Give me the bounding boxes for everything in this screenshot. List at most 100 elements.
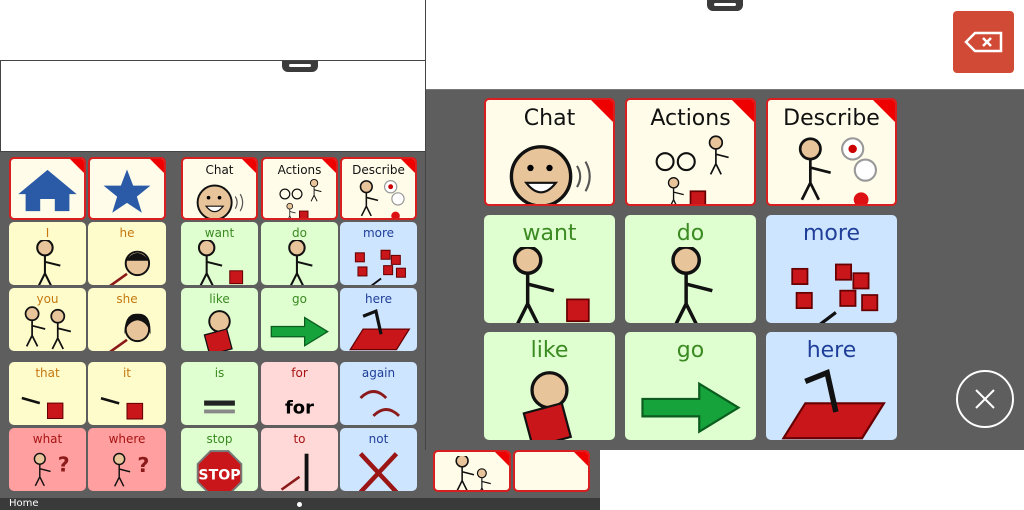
folder-button-describe[interactable]: Describe [766,98,897,206]
button-label: stop [206,432,233,446]
button-label: where [108,432,146,446]
more-icon [340,240,417,285]
right-board: Chat Actions Describe want do more like go here [425,0,1024,450]
close-icon [975,389,995,409]
you-icon [9,306,86,351]
cross-icon [340,446,417,491]
arrow-icon [261,306,338,351]
button-label: here [806,338,857,363]
actions-icon [627,132,754,204]
button-label: Describe [352,163,405,177]
button-label: I [45,226,50,240]
folder-button-people[interactable] [433,450,511,492]
word-button-more[interactable]: more [766,215,897,323]
word-button-want[interactable]: want [484,215,615,323]
word-button-more[interactable]: more [340,222,417,285]
word-button-not[interactable]: not [340,428,417,491]
folder-button-actions[interactable]: Actions [261,157,338,220]
folder-button-favorites[interactable] [88,157,166,220]
status-bar: Home [0,498,600,510]
button-label: go [292,292,307,306]
word-button-where[interactable]: where? [88,428,166,491]
word-button-want[interactable]: want [181,222,258,285]
button-label: want [204,226,235,240]
word-button-it[interactable]: it [88,362,166,425]
person-icon [261,240,338,285]
want-icon [181,240,258,285]
to-icon [261,446,338,491]
svg-text:?: ? [58,453,70,477]
button-label: do [676,221,705,246]
question-icon: ? [88,446,166,491]
folder-button-home[interactable] [9,157,86,220]
arrow-icon [625,364,756,440]
word-button-to[interactable]: to [261,428,338,491]
button-label: what [32,432,63,446]
button-label: Actions [277,163,322,177]
star-icon [90,163,164,218]
like-icon [181,306,258,351]
button-label: is [214,366,225,380]
again-icon [340,380,417,425]
describe-icon [768,132,895,204]
close-button[interactable] [956,370,1014,428]
word-button-that[interactable]: that [9,362,86,425]
page-name: Home [9,498,39,509]
actions-icon [263,177,336,218]
more-icon [766,247,897,323]
word-button-she[interactable]: she [88,288,166,351]
house-icon [11,163,84,218]
describe-icon [342,177,415,218]
chat-icon [486,132,613,204]
backspace-icon [963,31,1002,53]
button-label: more [362,226,395,240]
folder-button-actions[interactable]: Actions [625,98,756,206]
word-button-again[interactable]: again [340,362,417,425]
svg-text:for: for [285,397,314,418]
folder-button-describe[interactable]: Describe [340,157,417,220]
word-button-do[interactable]: do [625,215,756,323]
svg-text:?: ? [137,453,149,477]
button-label: again [361,366,396,380]
person-icon [9,240,86,285]
button-label: Chat [523,106,576,131]
word-button-he[interactable]: he [88,222,166,285]
that-icon [9,380,86,425]
right-message-bar[interactable] [426,0,1024,90]
equals-icon [181,380,258,425]
word-button-you[interactable]: you [9,288,86,351]
folder-button-chat[interactable]: Chat [484,98,615,206]
button-label: go [676,338,705,363]
button-label: want [522,221,577,246]
button-label: do [292,226,307,240]
word-button-i[interactable]: I [9,222,86,285]
button-label: that [35,366,60,380]
button-label: not [368,432,389,446]
word-button-like[interactable]: like [484,332,615,440]
word-button-like[interactable]: like [181,288,258,351]
want-icon [484,247,615,323]
she-icon [88,306,166,351]
folder-button-blank[interactable] [513,450,590,492]
word-button-what[interactable]: what? [9,428,86,491]
word-button-do[interactable]: do [261,222,338,285]
drag-handle[interactable] [282,61,318,72]
chat-icon [183,177,256,218]
word-button-go[interactable]: go [625,332,756,440]
word-button-here[interactable]: here [340,288,417,351]
none-icon [515,456,588,490]
button-label: Describe [783,106,880,131]
drag-handle[interactable] [707,0,743,11]
button-label: to [293,432,306,446]
like-icon [484,364,615,440]
here-icon [340,306,417,351]
backspace-button[interactable] [953,11,1014,73]
word-button-here[interactable]: here [766,332,897,440]
word-button-go[interactable]: go [261,288,338,351]
word-button-is[interactable]: is [181,362,258,425]
folder-button-chat[interactable]: Chat [181,157,258,220]
left-message-bar[interactable] [0,60,426,152]
button-label: it [122,366,132,380]
